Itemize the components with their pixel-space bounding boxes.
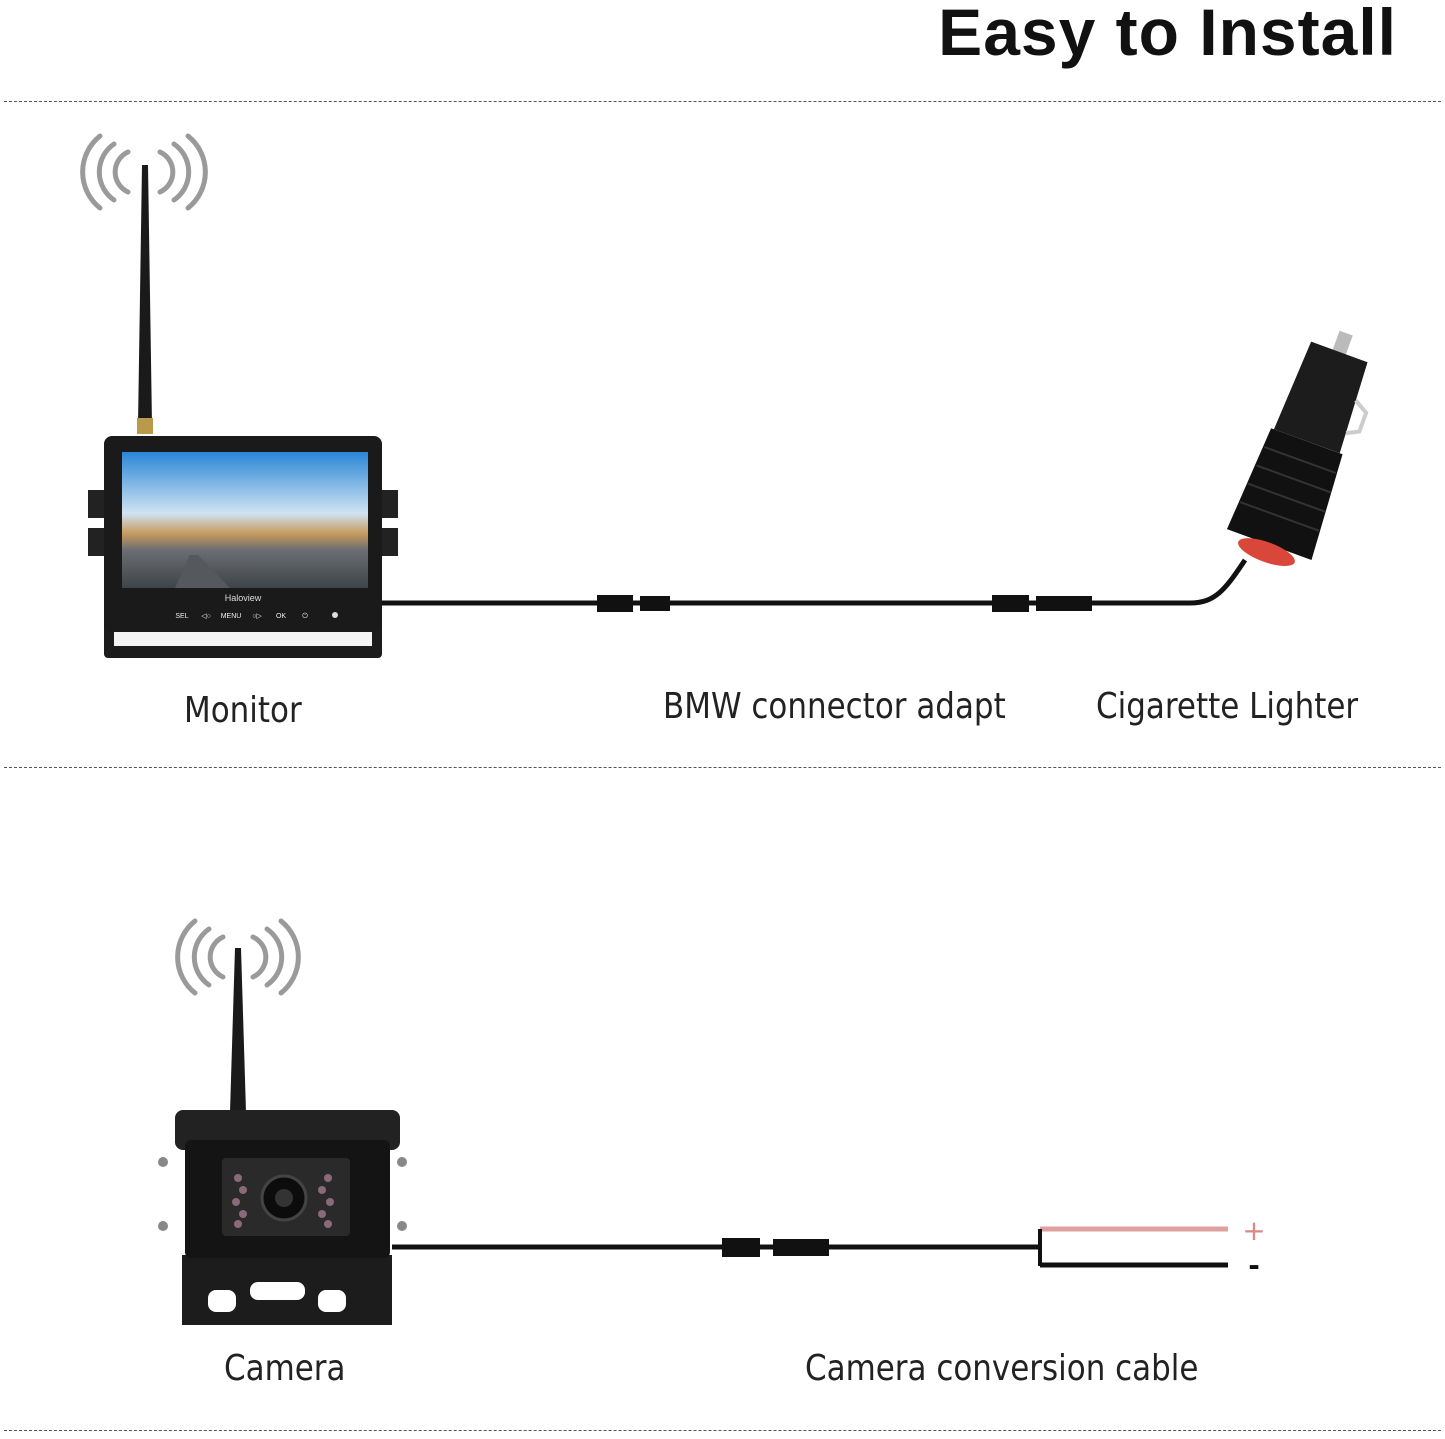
adapter-label: BMW connector adapt	[663, 686, 1006, 727]
connector	[773, 1239, 829, 1256]
negative-label: -	[1248, 1249, 1260, 1282]
monitor-screen	[122, 452, 368, 588]
monitor-button-sel[interactable]: SEL	[175, 613, 188, 620]
monitor-button-ok[interactable]: OK	[276, 613, 286, 620]
camera-cable: + -	[392, 1214, 1266, 1282]
positive-label: +	[1242, 1214, 1265, 1247]
monitor-button-right[interactable]: ○▷	[252, 613, 262, 620]
monitor: Haloview SEL ◁○ MENU ○▷ OK ⏻	[88, 436, 398, 658]
power-cable	[382, 558, 1248, 612]
monitor-button-menu[interactable]: MENU	[221, 613, 242, 620]
wireless-signal-icon	[80, 133, 208, 211]
cigarette-lighter-plug	[1226, 330, 1369, 567]
camera-label: Camera	[224, 1348, 346, 1389]
camera-antenna	[230, 948, 246, 1112]
connector	[992, 595, 1029, 612]
monitor-button-power[interactable]: ⏻	[302, 612, 308, 620]
monitor-button-left[interactable]: ◁○	[201, 613, 211, 620]
brand-logo: Haloview	[225, 593, 262, 603]
camera	[158, 1110, 407, 1325]
connector	[597, 595, 633, 612]
monitor-antenna	[137, 165, 153, 434]
connector	[722, 1238, 760, 1257]
divider	[4, 1430, 1441, 1431]
connector	[640, 596, 670, 611]
monitor-label: Monitor	[184, 690, 302, 731]
divider	[4, 767, 1441, 768]
page-title: Easy to Install	[938, 0, 1397, 69]
wireless-signal-icon	[175, 918, 301, 996]
lighter-label: Cigarette Lighter	[1096, 686, 1359, 727]
divider	[4, 101, 1441, 102]
connector	[1036, 596, 1092, 611]
conversion-cable-label: Camera conversion cable	[805, 1348, 1199, 1389]
